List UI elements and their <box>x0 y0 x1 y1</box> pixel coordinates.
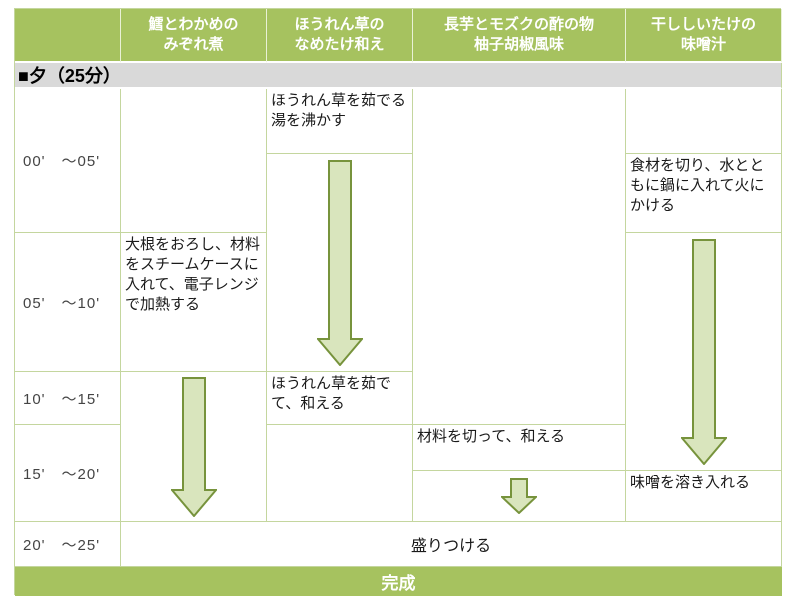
dish4-empty-00-05 <box>626 89 782 154</box>
time-slot-15-20: 15' ～20' <box>15 425 121 522</box>
dish2-task-10-15: ほうれん草を茹でて、和える <box>267 372 413 425</box>
time-slot-20-25: 20' ～25' <box>15 522 121 567</box>
dish3-empty-00-15 <box>413 89 626 425</box>
dish1-progress-down-arrow-icon <box>170 376 217 517</box>
dish1-arrow-cell <box>121 372 267 522</box>
column-header-dish3: 長芋とモズクの酢の物 柚子胡椒風味 <box>413 9 626 63</box>
dish1-empty-00-05 <box>121 89 267 233</box>
dish4-task-05-10: 食材を切り、水とともに鍋に入れて火にかける <box>626 154 782 233</box>
plating-task-20-25: 盛りつける <box>121 522 782 567</box>
dish4-progress-down-arrow-icon <box>680 238 727 465</box>
dish2-progress-down-arrow-icon <box>316 159 363 366</box>
dish3-progress-down-arrow-icon <box>501 478 537 514</box>
column-header-dish1: 鱈とわかめの みぞれ煮 <box>121 9 267 63</box>
dish2-task-00-05: ほうれん草を茹でる湯を沸かす <box>267 89 413 154</box>
dish2-arrow-cell <box>267 154 413 372</box>
dish4-task-15-20: 味噌を溶き入れる <box>626 471 782 522</box>
time-slot-05-10: 05' ～10' <box>15 233 121 372</box>
cooking-schedule-table: 鱈とわかめの みぞれ煮 ほうれん草の なめたけ和え 長芋とモズクの酢の物 柚子胡… <box>14 8 782 596</box>
dish3-arrow-cell <box>413 471 626 522</box>
dish4-arrow-cell <box>626 233 782 471</box>
meal-row-label: ■夕（25分） <box>15 63 782 89</box>
column-header-dish4: 干ししいたけの 味噌汁 <box>626 9 782 63</box>
completion-bar: 完成 <box>15 567 782 596</box>
time-slot-10-15: 10' ～15' <box>15 372 121 425</box>
time-slot-00-05: 00' ～05' <box>15 89 121 233</box>
time-column-header <box>15 9 121 63</box>
dish1-task-05-10: 大根をおろし、材料をスチームケースに入れて、電子レンジで加熱する <box>121 233 267 372</box>
column-header-dish2: ほうれん草の なめたけ和え <box>267 9 413 63</box>
dish2-empty-15-20 <box>267 425 413 522</box>
dish3-task-15-20: 材料を切って、和える <box>413 425 626 471</box>
